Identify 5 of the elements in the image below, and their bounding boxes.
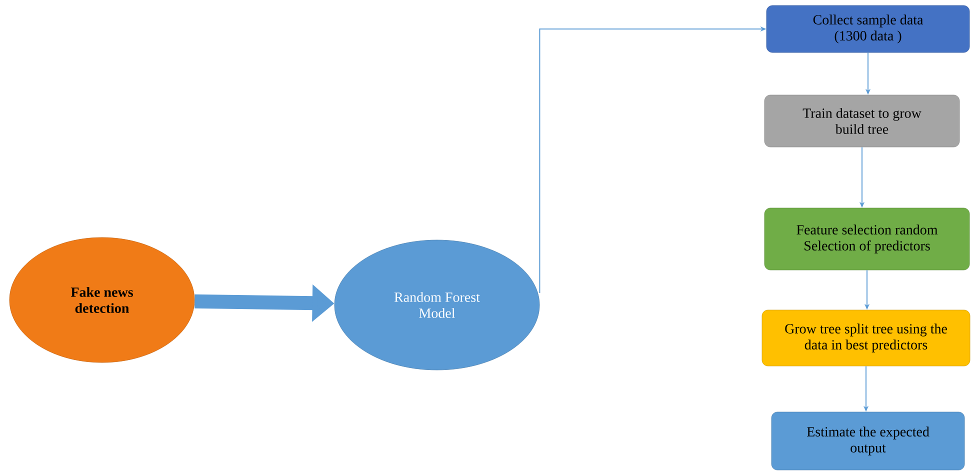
process-box: Feature selection random Selection of predictors bbox=[764, 208, 970, 270]
process-box: Train dataset to grow build tree bbox=[764, 94, 960, 148]
process-box: Grow tree split tree using the data in best predictors bbox=[762, 310, 970, 366]
process-box: Estimate the expected output bbox=[771, 412, 965, 470]
process-box: Collect sample data (1300 data ) bbox=[766, 5, 970, 53]
